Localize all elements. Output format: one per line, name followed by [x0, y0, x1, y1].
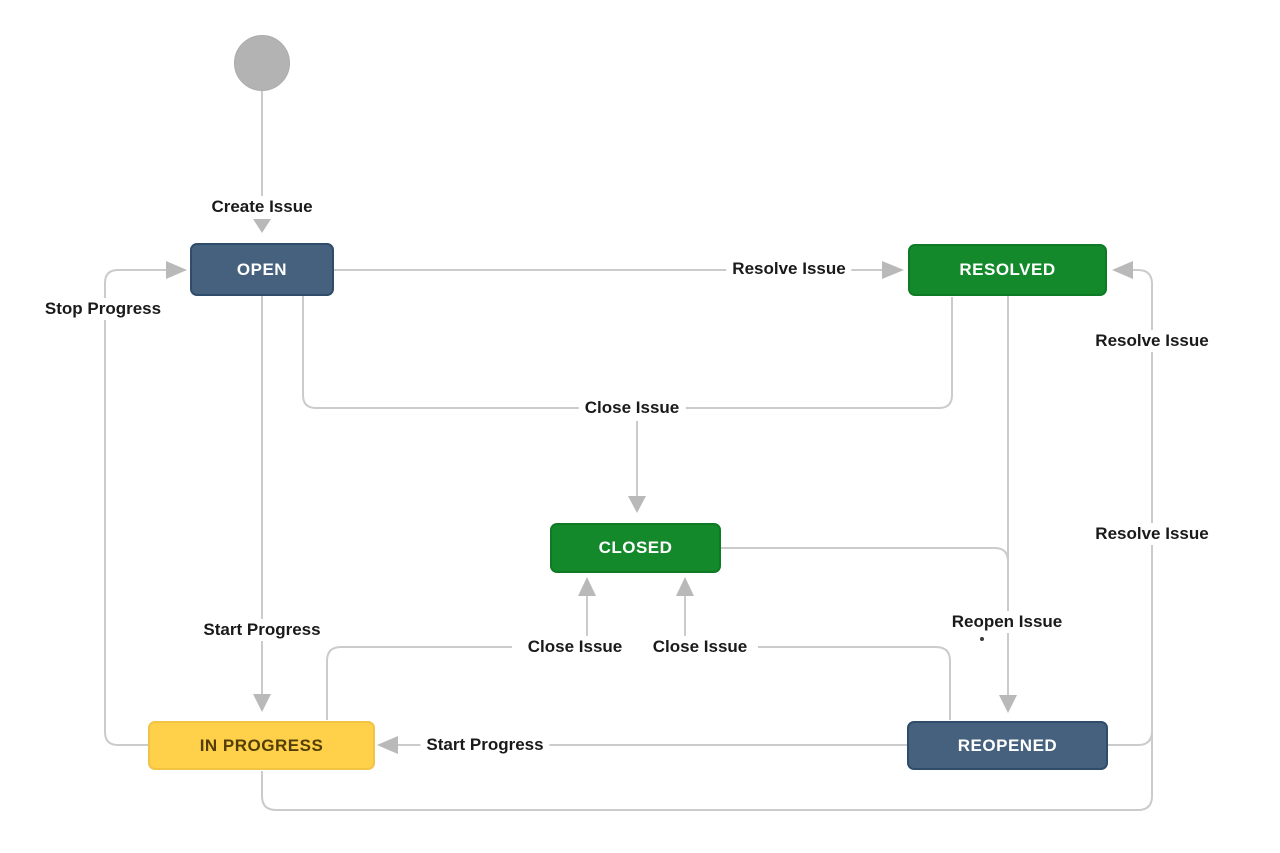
transition-label-create-issue[interactable]: Create Issue	[205, 196, 319, 218]
transition-label-reopen-issue[interactable]: Reopen Issue	[945, 611, 1069, 633]
status-node-closed-label: CLOSED	[598, 538, 673, 557]
edge-reopened-to-right-line	[1108, 730, 1153, 746]
transition-label-start-progress-reopened[interactable]: Start Progress	[420, 734, 550, 756]
stray-dot-artifact	[980, 637, 984, 641]
arrowhead-down-into-reopened-icon	[999, 695, 1017, 713]
status-node-in-progress[interactable]: IN PROGRESS	[148, 721, 375, 770]
arrowhead-down-into-open-icon	[253, 219, 271, 233]
transition-label-stop-progress[interactable]: Stop Progress	[38, 298, 168, 320]
status-node-closed[interactable]: CLOSED	[550, 523, 721, 573]
edge-close-issue-reopened-line	[758, 646, 951, 720]
status-node-resolved-label: RESOLVED	[959, 260, 1056, 279]
arrowhead-up-into-closed-right-icon	[676, 577, 694, 596]
edge-close-issue-inprogress-line	[326, 646, 512, 720]
arrowhead-up-into-closed-left-icon	[578, 577, 596, 596]
edge-reopen-issue-closed-branch-line	[721, 547, 1009, 563]
status-node-resolved[interactable]: RESOLVED	[908, 244, 1107, 296]
arrowhead-left-into-inprogress-icon	[377, 736, 398, 754]
status-node-open[interactable]: OPEN	[190, 243, 334, 296]
status-node-reopened[interactable]: REOPENED	[907, 721, 1108, 770]
edge-resolve-issue-right-line	[1133, 269, 1153, 796]
edge-close-issue-open-resolved-line	[302, 296, 953, 409]
transition-label-close-issue-open[interactable]: Close Issue	[578, 397, 686, 419]
arrowhead-left-into-resolved-icon	[1112, 261, 1133, 279]
edge-inprogress-bottom-line	[261, 771, 1153, 811]
status-node-reopened-label: REOPENED	[957, 735, 1058, 755]
arrowhead-down-into-closed-icon	[628, 496, 646, 513]
transition-label-close-issue-inprogress[interactable]: Close Issue	[521, 636, 629, 658]
arrowhead-right-into-open-icon	[166, 261, 187, 279]
transition-label-start-progress-open[interactable]: Start Progress	[197, 619, 327, 641]
status-node-open-label: OPEN	[236, 259, 288, 279]
transition-label-resolve-issue-right-lower[interactable]: Resolve Issue	[1089, 523, 1215, 545]
edge-stop-progress-line	[104, 269, 166, 746]
arrowhead-right-into-resolved-icon	[882, 261, 904, 279]
transition-label-resolve-issue-open[interactable]: Resolve Issue	[726, 258, 852, 280]
start-node-circle[interactable]	[234, 35, 290, 91]
status-node-in-progress-label: IN PROGRESS	[199, 735, 324, 755]
arrowhead-down-into-inprogress-icon	[253, 694, 271, 712]
transition-label-close-issue-reopened[interactable]: Close Issue	[646, 636, 754, 658]
transition-label-resolve-issue-right-upper[interactable]: Resolve Issue	[1089, 330, 1215, 352]
